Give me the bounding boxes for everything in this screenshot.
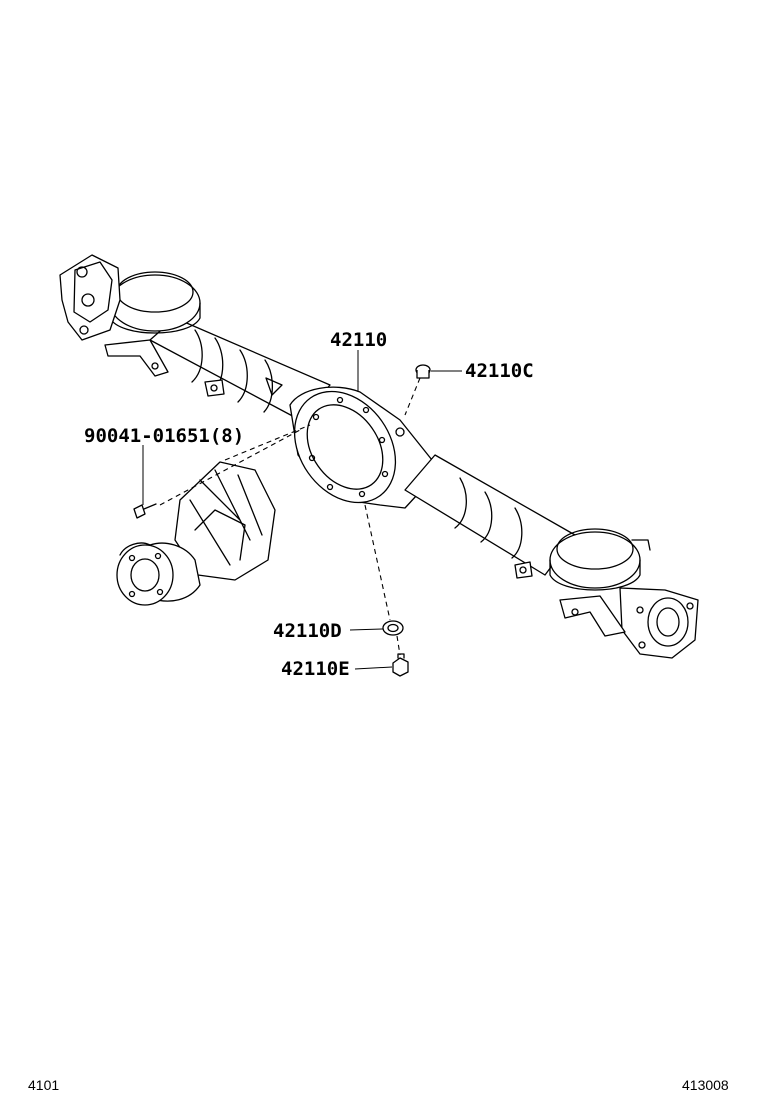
footer-left-code: 4101: [28, 1077, 60, 1093]
callout-drain-plug: 42110E: [281, 658, 350, 680]
leader-42110E: [354, 666, 393, 670]
differential-carrier: [116, 461, 276, 606]
drain-assembly-line: [364, 504, 391, 621]
leader-42110D: [349, 628, 384, 631]
callout-carrier-bolt: 90041-01651(8): [84, 425, 245, 447]
breather-assembly-line: [404, 377, 421, 416]
carrier-assembly-line: [224, 424, 311, 461]
callout-axle-housing: 42110: [330, 329, 388, 351]
breather-plug-part: [415, 364, 431, 379]
plug-assembly-line: [396, 635, 401, 656]
carrier-bolt-part: [133, 503, 157, 519]
axle-housing: [59, 254, 699, 659]
drain-plug-part: [392, 653, 409, 677]
callout-drain-gasket: 42110D: [273, 620, 342, 642]
callout-breather-plug: 42110C: [465, 360, 534, 382]
drain-gasket-part: [382, 620, 404, 636]
footer-right-code: 413008: [682, 1077, 729, 1093]
